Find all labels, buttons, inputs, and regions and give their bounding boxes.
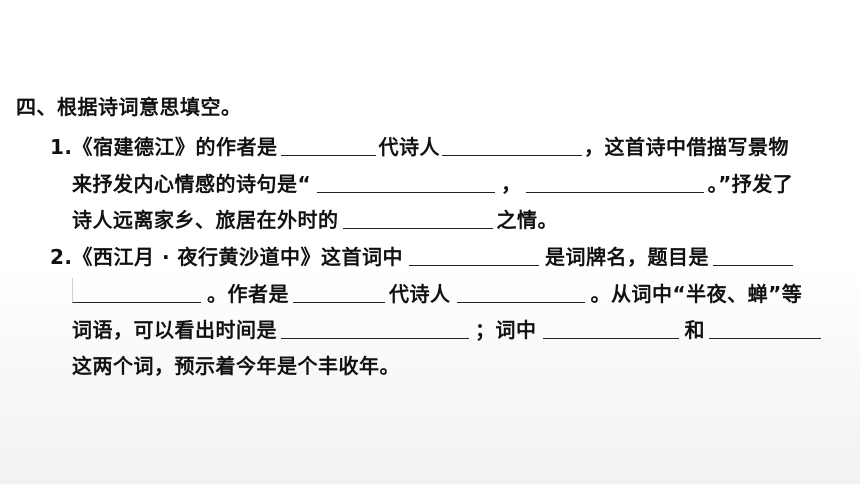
q2-blank-title-part-2[interactable] (72, 278, 201, 303)
q2-blank-dynasty[interactable] (293, 278, 385, 303)
q1-blank-verse-1[interactable] (317, 168, 496, 193)
q1-blank-emotion[interactable] (342, 204, 493, 229)
q2-line2-poet-text: 代诗人 (389, 282, 451, 306)
question-2-line-1: 2.《西江月 · 夜行黄沙道中》这首词中 是词牌名，题目是 (50, 241, 794, 272)
q2-line2-author-text: 。作者是 (207, 282, 289, 306)
q2-line1-mid-text: 是词牌名，题目是 (545, 245, 710, 269)
q2-line3-and-text: 和 (684, 318, 705, 342)
q1-line3-end-text: 之情。 (496, 208, 558, 232)
q1-blank-dynasty[interactable] (280, 131, 376, 156)
q2-blank-title-part-1[interactable] (713, 241, 794, 266)
q1-line3-start-text: 诗人远离家乡、旅居在外时的 (72, 208, 339, 232)
q1-line2-end-text: 。”抒发了 (707, 172, 794, 196)
q1-prefix-text: 1.《宿建德江》的作者是 (50, 135, 278, 159)
question-1-line-1: 1.《宿建德江》的作者是 代诗人 ，这首诗中借描写景物 (50, 131, 789, 162)
question-2-line-3: 词语，可以看出时间是 ；词中 和 (72, 314, 821, 345)
q2-blank-word-2[interactable] (709, 314, 821, 339)
q2-line3-mid-text: ；词中 (475, 318, 537, 342)
q1-line2-comma: ， (501, 172, 522, 196)
q1-line2-start-text: 来抒发内心情感的诗句是“ (72, 172, 312, 196)
question-1-line-3: 诗人远离家乡、旅居在外时的 之情。 (72, 204, 558, 235)
question-2-line-4: 这两个词，预示着今年是个丰收年。 (72, 354, 400, 378)
q1-blank-poet-name[interactable] (442, 131, 583, 156)
q2-line2-end-text: 。从词中“半夜、蝉”等 (590, 282, 803, 306)
q2-blank-word-1[interactable] (542, 314, 679, 339)
question-2-line-2: 。作者是 代诗人 。从词中“半夜、蝉”等 (72, 278, 802, 309)
q1-line1-end-text: ，这首诗中借描写景物 (584, 135, 790, 159)
q2-line3-start-text: 词语，可以看出时间是 (72, 318, 277, 342)
q2-blank-time[interactable] (281, 314, 469, 339)
section-heading: 四、根据诗词意思填空。 (16, 95, 242, 119)
question-1-line-2: 来抒发内心情感的诗句是“ ， 。”抒发了 (72, 168, 793, 199)
q1-dynasty-poet-text: 代诗人 (378, 135, 441, 159)
q1-blank-verse-2[interactable] (525, 168, 704, 193)
q2-blank-poet-name[interactable] (456, 278, 585, 303)
q2-blank-cipai[interactable] (409, 241, 540, 266)
q2-prefix-text: 2.《西江月 · 夜行黄沙道中》这首词中 (50, 245, 404, 269)
